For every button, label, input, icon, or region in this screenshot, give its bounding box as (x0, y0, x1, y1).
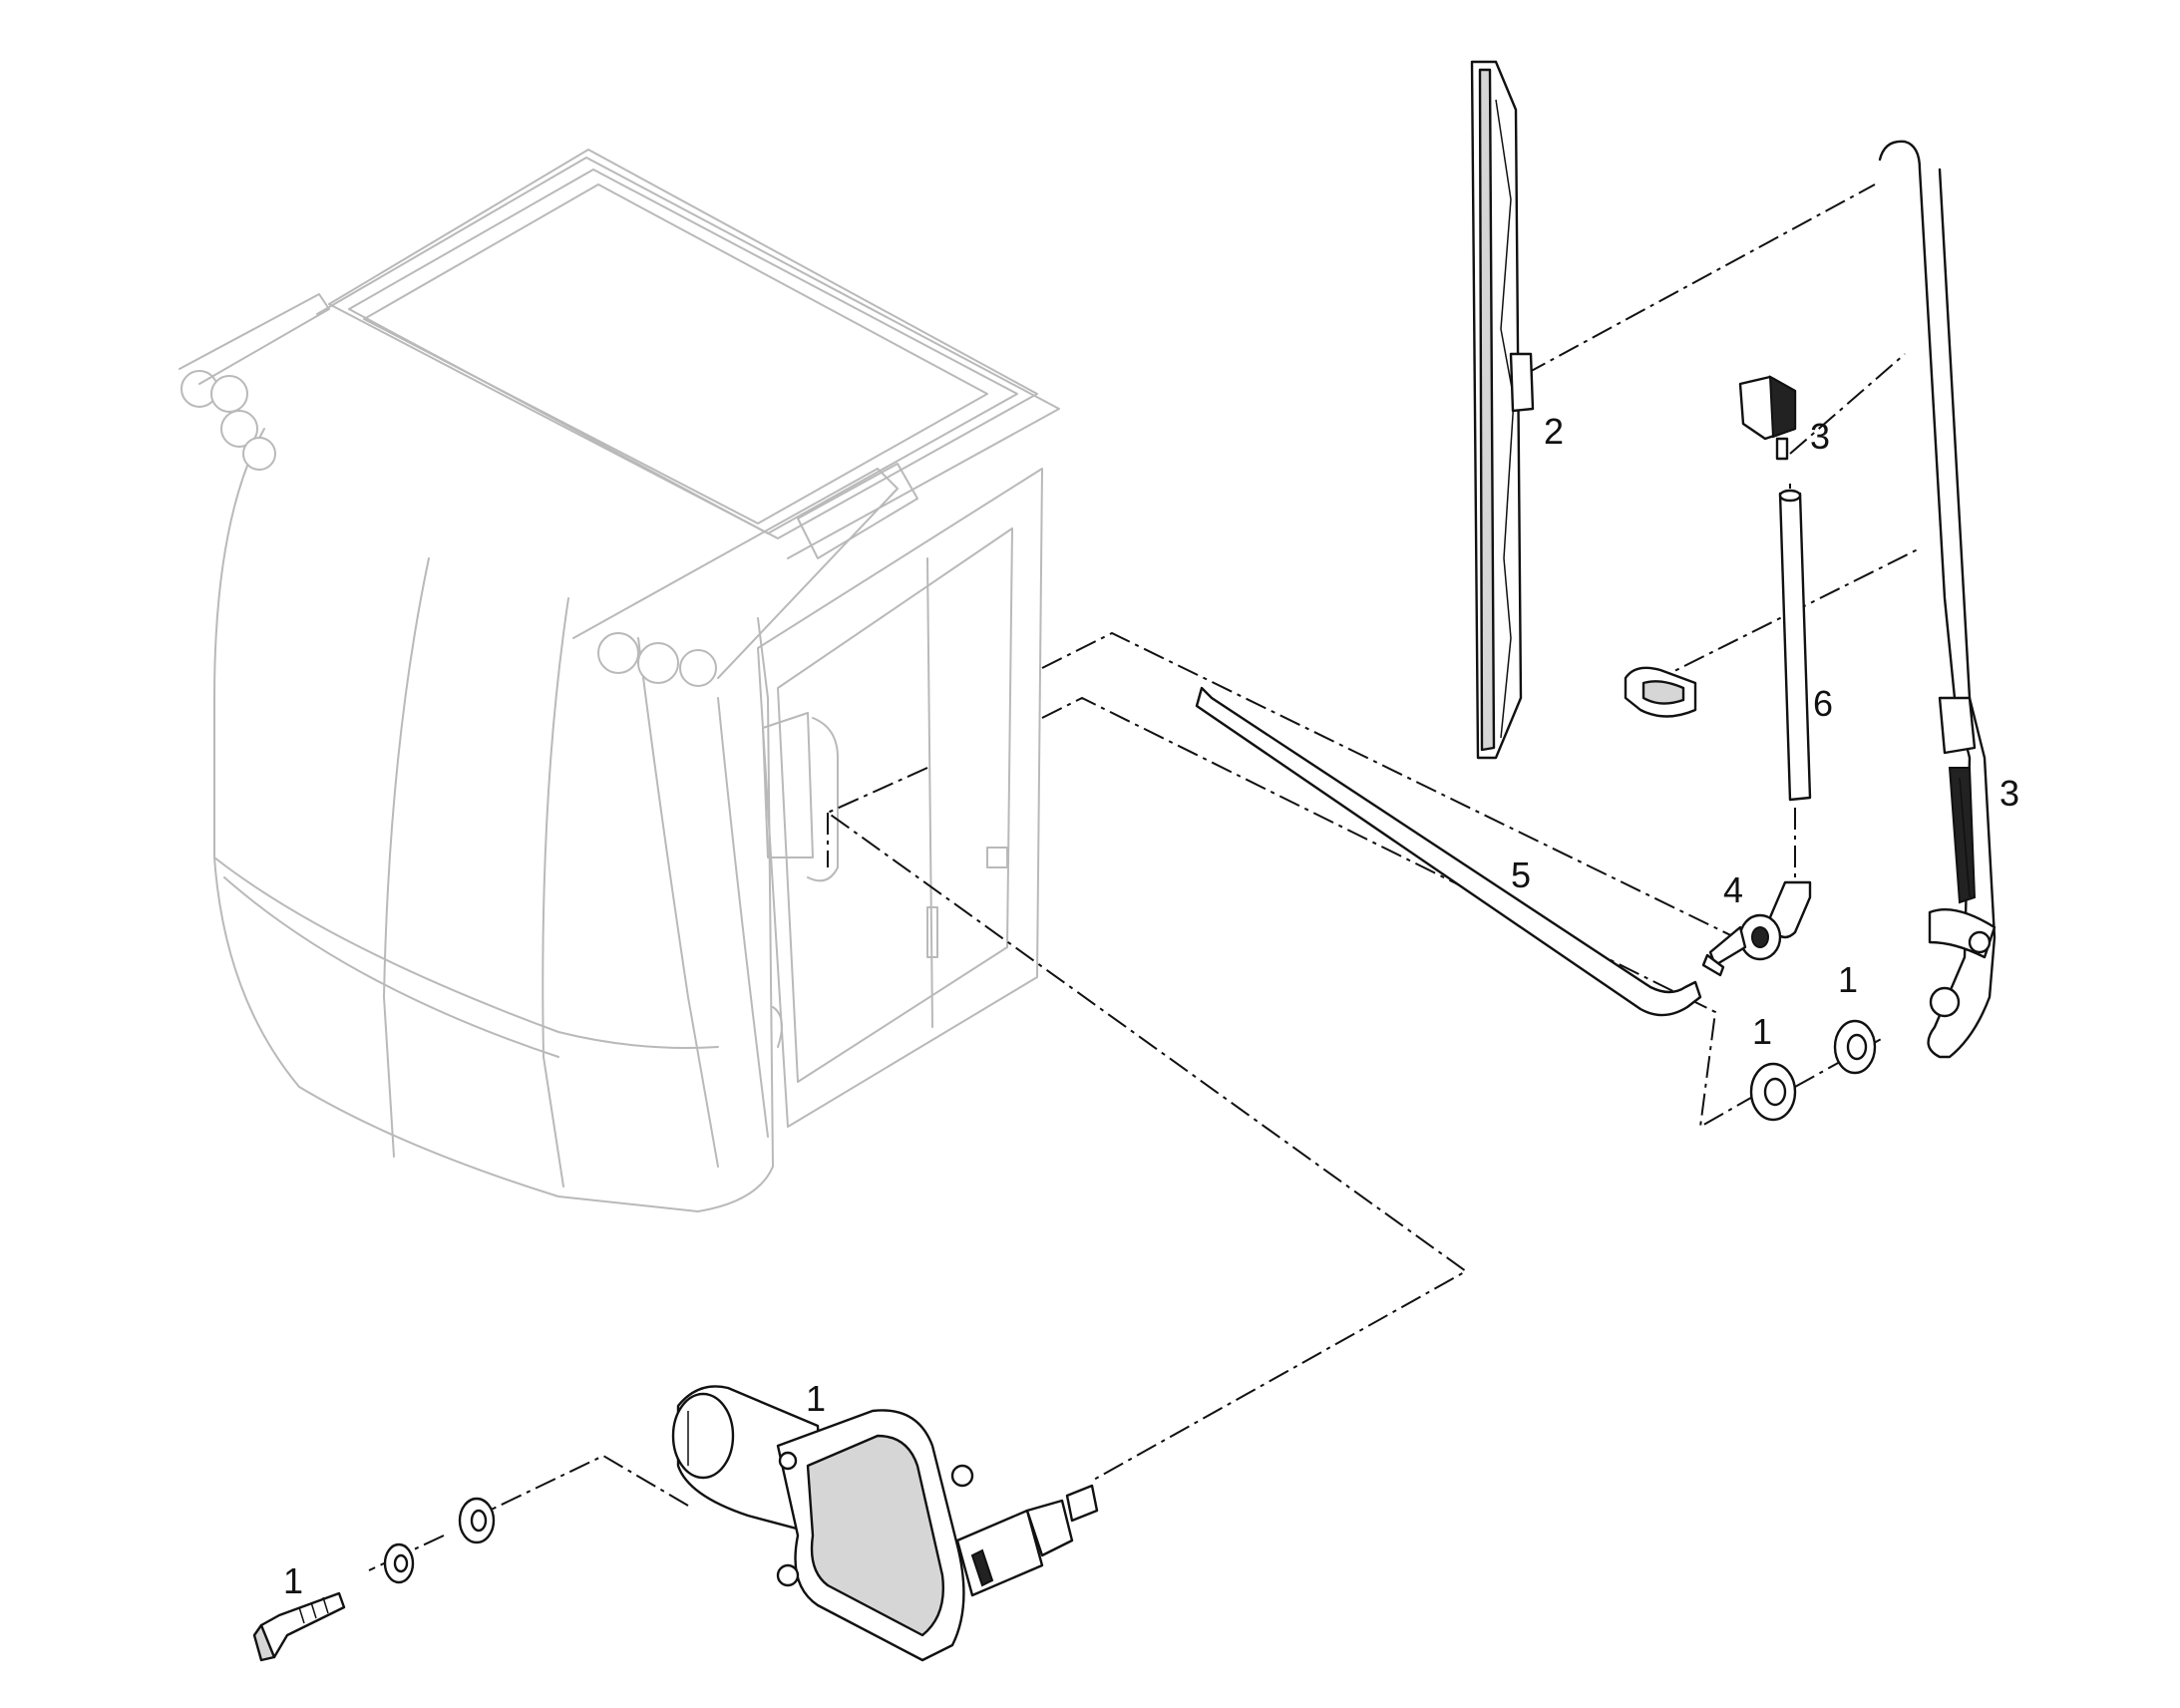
washer-left (1749, 1062, 1797, 1122)
wiper-arm (1878, 140, 1997, 1059)
work-lights-left (179, 293, 330, 471)
leader-lines (368, 183, 1921, 1571)
callout-washer-right: 1 (1838, 959, 1858, 1000)
flat-washer (458, 1497, 496, 1544)
washer-pipe (1195, 686, 1702, 1017)
wiper-blade (1470, 60, 1535, 760)
cab-outline (179, 149, 1060, 1212)
callout-wiper-arm: 3 (1999, 773, 2019, 814)
lock-washer (383, 1542, 415, 1584)
hose-connector (1701, 880, 1812, 977)
callout-hose: 6 (1813, 683, 1833, 724)
bolt (252, 1591, 346, 1662)
callout-wiper-blade: 2 (1544, 411, 1564, 452)
wiper-motor (671, 1385, 1099, 1662)
callout-washer-left: 1 (1752, 1011, 1772, 1052)
hose-clip (1624, 666, 1697, 718)
callout-nozzle: 3 (1810, 416, 1830, 457)
callout-motor: 1 (806, 1378, 826, 1419)
callout-pipe: 5 (1511, 854, 1531, 895)
work-lights-right (572, 463, 918, 687)
washer-right (1833, 1019, 1877, 1075)
washer-nozzle (1738, 375, 1797, 461)
washer-hose (1778, 489, 1812, 802)
callout-connector: 4 (1723, 869, 1743, 910)
callout-bolt: 1 (283, 1560, 303, 1601)
